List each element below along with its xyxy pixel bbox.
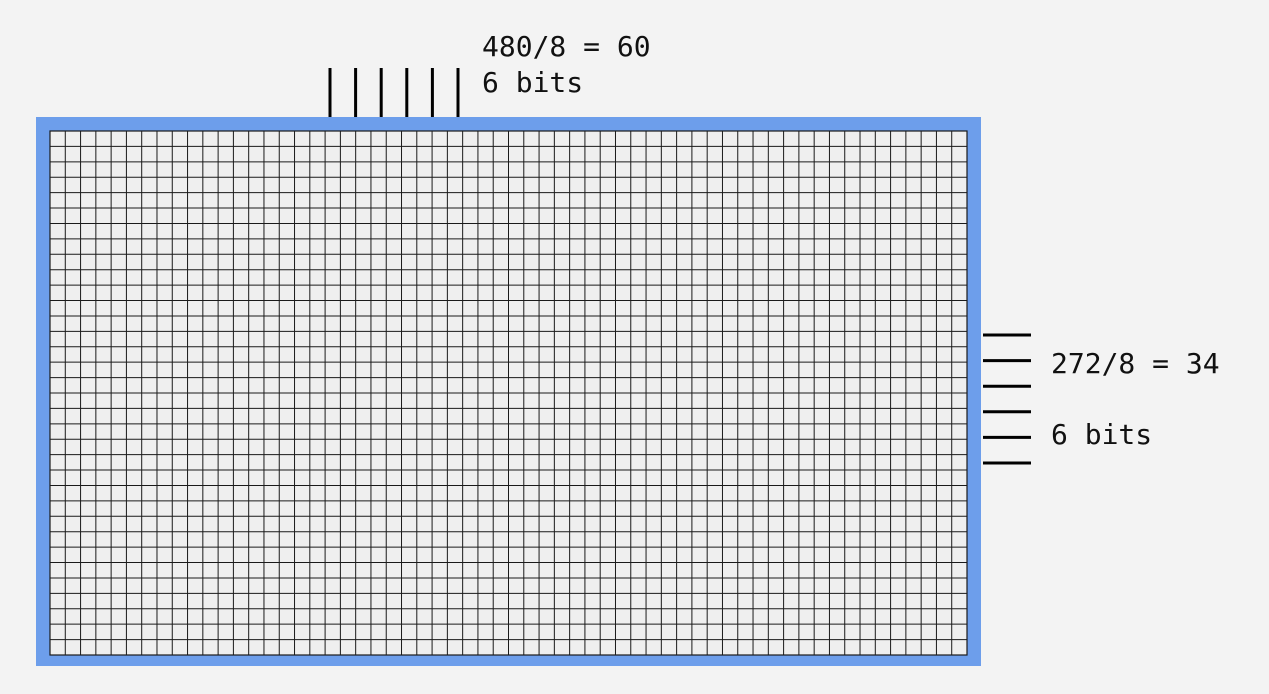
row-formula-label: 272/8 = 34	[1051, 347, 1220, 380]
row-bit-lines	[983, 333, 1031, 465]
column-formula-label: 480/8 = 60	[482, 30, 651, 63]
tile-grid	[50, 131, 967, 655]
column-bits-label: 6 bits	[482, 66, 584, 99]
column-bit-lines	[328, 68, 460, 117]
row-bits-label: 6 bits	[1051, 418, 1153, 451]
